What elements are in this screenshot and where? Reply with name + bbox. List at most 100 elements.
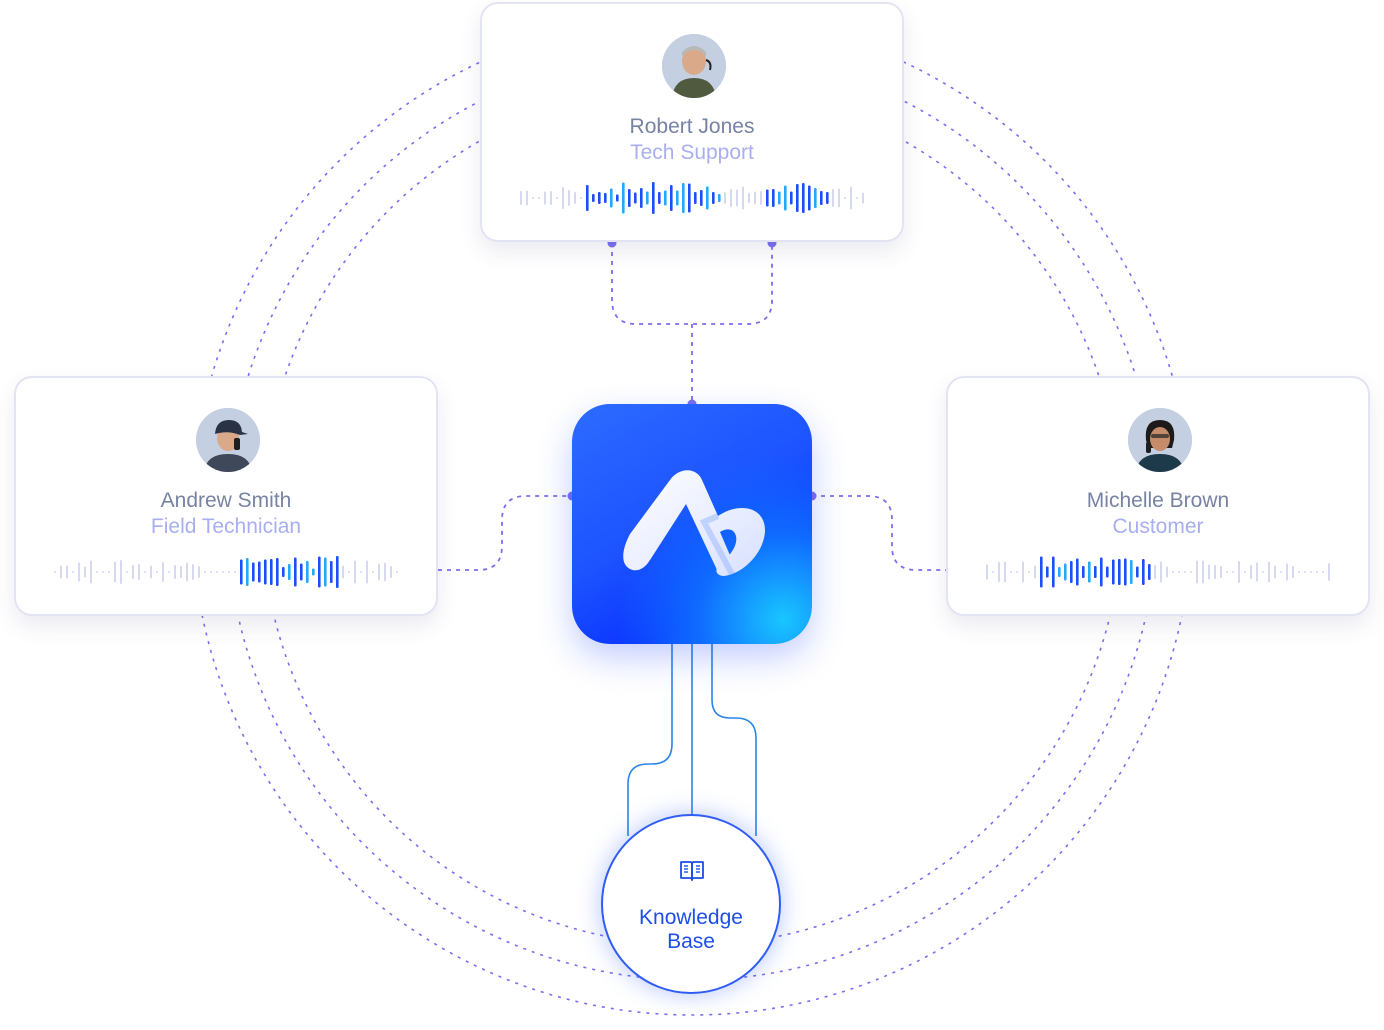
waveform-bar xyxy=(998,562,1000,582)
waveform-bar xyxy=(1088,561,1091,583)
waveform-bar xyxy=(150,565,152,579)
waveform-bar xyxy=(132,565,134,579)
waveform-bar xyxy=(520,191,522,205)
waveform-bar xyxy=(1016,571,1018,573)
participant-card-andrew: Andrew Smith Field Technician xyxy=(14,376,438,616)
waveform-bar xyxy=(1262,571,1264,573)
waveform-bar xyxy=(986,564,988,580)
waveform-bar xyxy=(318,556,321,588)
waveform-bar xyxy=(754,191,756,205)
waveform-bar xyxy=(270,559,273,585)
waveform-bar xyxy=(1292,566,1294,578)
waveform-bar xyxy=(688,183,691,213)
waveform-bar xyxy=(354,560,356,584)
app-logo-icon xyxy=(623,470,766,576)
waveform-bar xyxy=(102,571,104,573)
waveform-bar xyxy=(396,571,398,573)
waveform-bar xyxy=(790,191,793,205)
waveform-bar xyxy=(838,188,840,208)
waveform-bar xyxy=(288,564,291,580)
waveform-bar xyxy=(1040,556,1043,588)
waveform-bar xyxy=(992,571,994,573)
waveform-bar xyxy=(1022,561,1024,583)
app-hub-tile[interactable] xyxy=(572,404,812,644)
waveform-bar xyxy=(634,192,637,204)
waveform-bar xyxy=(294,557,297,587)
waveform-bar xyxy=(1238,561,1240,583)
waveform-bar xyxy=(1184,571,1186,573)
waveform-bar xyxy=(826,192,829,204)
waveform-bar xyxy=(616,194,619,202)
waveform-bar xyxy=(114,561,116,583)
waveform-bar xyxy=(1208,564,1210,580)
avatar-michelle xyxy=(1128,408,1192,472)
waveform-bar xyxy=(54,571,56,573)
waveform-bar xyxy=(1298,571,1300,573)
waveform-bar xyxy=(766,189,769,207)
waveform-bar xyxy=(240,559,243,585)
waveform-bar xyxy=(1046,566,1049,578)
waveform-bar xyxy=(1148,564,1151,580)
waveform-bar xyxy=(772,189,775,207)
waveform-bar xyxy=(730,189,732,207)
waveform-bar xyxy=(622,182,625,214)
waveform-bar xyxy=(586,185,589,211)
waveform-bar xyxy=(210,571,212,573)
waveform-bar xyxy=(862,192,864,204)
knowledge-base-node[interactable]: Knowledge Base xyxy=(601,814,781,994)
waveform-bar xyxy=(1058,567,1061,577)
waveform-bar xyxy=(802,183,805,213)
waveform-bar xyxy=(832,189,834,207)
waveform-bar xyxy=(1052,556,1055,588)
waveform-bar xyxy=(658,192,661,204)
waveform-bar xyxy=(216,571,218,573)
waveform-bar xyxy=(760,191,762,205)
waveform-bar xyxy=(670,185,673,211)
waveform-bar xyxy=(646,191,649,205)
knowledge-base-label-line2: Base xyxy=(667,930,715,953)
waveform-bar xyxy=(186,562,188,582)
waveform-bar xyxy=(1064,563,1067,581)
waveform-bar xyxy=(748,193,750,203)
waveform-bar xyxy=(742,186,744,210)
waveform-bar xyxy=(1328,563,1330,581)
audio-waveform xyxy=(520,182,864,214)
waveform-bar xyxy=(342,565,344,579)
waveform-bar xyxy=(598,192,601,204)
waveform-bar xyxy=(724,192,726,204)
waveform-bar xyxy=(712,192,715,204)
avatar-andrew xyxy=(196,408,260,472)
waveform-bar xyxy=(348,571,350,573)
waveform-bar xyxy=(1010,571,1012,573)
waveform-bar xyxy=(1274,565,1276,579)
waveform-bar xyxy=(1286,563,1288,581)
waveform-bar xyxy=(222,571,224,573)
waveform-bar xyxy=(1100,557,1103,587)
waveform-bar xyxy=(90,560,92,584)
participant-card-robert: Robert Jones Tech Support xyxy=(480,2,904,242)
waveform-bar xyxy=(162,562,164,582)
waveform-bar xyxy=(604,193,607,203)
waveform-bar xyxy=(544,191,546,205)
waveform-bar xyxy=(1268,561,1270,583)
waveform-bar xyxy=(532,197,534,199)
waveform-bar xyxy=(736,189,738,207)
waveform-bar xyxy=(1190,571,1192,573)
waveform-bar xyxy=(550,191,552,205)
knowledge-base-label: Knowledge Base xyxy=(603,906,779,954)
waveform-bar xyxy=(706,186,709,210)
waveform-bar xyxy=(138,564,140,580)
waveform-bar xyxy=(324,557,327,587)
participant-card-michelle: Michelle Brown Customer xyxy=(946,376,1370,616)
waveform-bar xyxy=(1280,571,1282,573)
waveform-bar xyxy=(1304,571,1306,573)
waveform-bar xyxy=(264,559,267,585)
waveform-bar xyxy=(180,566,182,578)
waveform-bar xyxy=(84,566,86,578)
participant-role: Tech Support xyxy=(630,141,754,164)
waveform-bar xyxy=(276,558,279,586)
waveform-bar xyxy=(700,190,703,206)
waveform-bar xyxy=(1106,566,1109,578)
waveform-bar xyxy=(592,194,595,202)
